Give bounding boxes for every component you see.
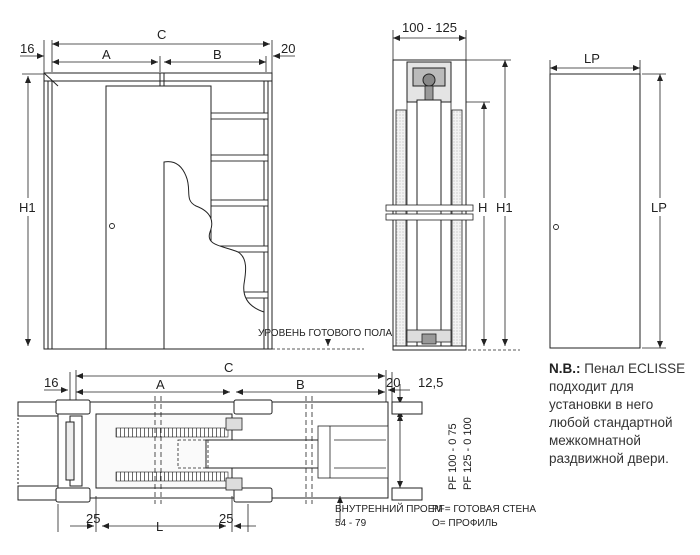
legend-pf: PF= ГОТОВАЯ СТЕНА	[432, 504, 536, 515]
front-view: 16 C A B 20 H1	[18, 27, 392, 350]
section-dim-width: 100 - 125	[402, 20, 457, 35]
front-dim-a: A	[102, 47, 111, 62]
front-dim-16: 16	[20, 41, 34, 56]
cutaway-wave	[163, 161, 265, 350]
front-dim-h1: H1	[19, 200, 36, 215]
front-top-dimensions	[20, 40, 295, 76]
side-section-view: 100 - 125 H H1	[385, 20, 520, 351]
front-dim-20: 20	[281, 41, 295, 56]
section-wall-left	[395, 109, 407, 347]
note-text: Пенал ECLISSE подходит для установки в н…	[549, 361, 686, 466]
door-handle-icon	[109, 223, 115, 229]
plan-dim-l: L	[156, 519, 163, 534]
standalone-door-handle-icon	[553, 224, 559, 230]
plan-dim-16: 16	[44, 375, 58, 390]
plan-view: 16 C A B 20 12,5	[17, 360, 536, 534]
plan-dim-25-right: 25	[219, 511, 233, 526]
plan-dim-c: C	[224, 360, 233, 375]
standalone-door	[549, 73, 641, 349]
inner-opening-range: 54 - 79	[335, 518, 367, 529]
section-dim-h: H	[478, 200, 487, 215]
plan-hatch-top	[115, 427, 229, 438]
front-dim-b: B	[213, 47, 222, 62]
note-bold: N.B.:	[549, 361, 581, 376]
front-dim-c: C	[157, 27, 166, 42]
section-door-leaf	[416, 99, 442, 347]
pf-125-label: PF 125 - 0 100	[462, 417, 474, 490]
floor-level-label: УРОВЕНЬ ГОТОВОГО ПОЛА	[258, 328, 392, 339]
door-dim-lp-side: LP	[651, 200, 667, 215]
section-wall-right	[451, 109, 463, 347]
plan-dim-b: B	[296, 377, 305, 392]
installation-note: N.B.: Пенал ECLISSE подходит для установ…	[549, 360, 694, 468]
plan-hatch-bottom	[115, 471, 229, 482]
plan-dim-a: A	[156, 377, 165, 392]
section-dim-h1: H1	[496, 200, 513, 215]
inner-opening-label: ВНУТРЕННИЙ ПРОЕМ	[335, 502, 443, 515]
legend-o: O= ПРОФИЛЬ	[432, 518, 498, 529]
plan-dim-25-left: 25	[86, 511, 100, 526]
door-dim-lp-top: LP	[584, 51, 600, 66]
roller-icon	[422, 73, 436, 87]
plan-dim-12-5: 12,5	[418, 375, 443, 390]
door-view: LP LP	[549, 51, 671, 349]
plan-dim-20: 20	[386, 375, 400, 390]
pf-100-label: PF 100 - 0 75	[447, 423, 459, 490]
